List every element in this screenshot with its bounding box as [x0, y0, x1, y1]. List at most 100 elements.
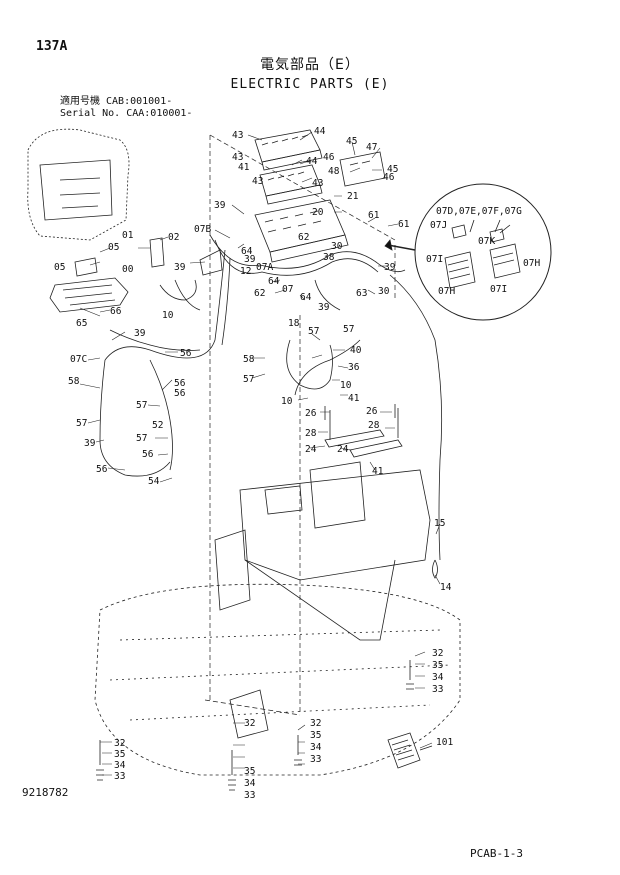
- serial-applicability-en: Serial No. CAA:010001-: [60, 108, 193, 119]
- callout-label: 46: [323, 152, 335, 163]
- callout-label: 24: [337, 444, 349, 455]
- callout-label: 58: [243, 354, 255, 365]
- callout-label: 32: [432, 648, 443, 659]
- page-code: PCAB-1-3: [470, 847, 523, 860]
- callout-label: 34: [310, 742, 322, 753]
- callout-label: 40: [350, 345, 362, 356]
- callout-label: 39: [84, 438, 96, 449]
- callout-label: 10: [340, 380, 352, 391]
- callout-label: 56: [174, 378, 186, 389]
- callout-label: 61: [398, 219, 410, 230]
- callout-label: 33: [244, 790, 255, 801]
- callout-label: 02: [168, 232, 179, 243]
- callout-label: 33: [432, 684, 443, 695]
- title-japanese: 電気部品（E）: [260, 57, 360, 73]
- callout-label: 15: [434, 518, 445, 529]
- callout-label: 18: [288, 318, 300, 329]
- callout-label: 30: [378, 286, 390, 297]
- callout-label: 28: [368, 420, 380, 431]
- callout-label: 57: [76, 418, 87, 429]
- callout-label: 35: [114, 749, 125, 760]
- leader-lines: [79, 131, 441, 776]
- callout-label: 07C: [70, 354, 87, 365]
- callout-label: 35: [432, 660, 443, 671]
- callout-label: 39: [134, 328, 146, 339]
- detail-label: 07J: [430, 220, 447, 231]
- relay-clusters: [254, 129, 386, 263]
- cab-outline: [27, 128, 130, 241]
- callout-label: 00: [122, 264, 134, 275]
- callout-label: 101: [436, 737, 453, 748]
- callout-label: 07B: [194, 224, 211, 235]
- detail-label: 07H: [523, 258, 540, 269]
- callout-label: 21: [347, 191, 359, 202]
- callout-label: 35: [310, 730, 321, 741]
- callout-label: 48: [328, 166, 340, 177]
- operator-manual-icon: [387, 732, 433, 769]
- callout-label: 57: [343, 324, 354, 335]
- callout-label: 07A: [256, 262, 273, 273]
- dashed-guide-lines: [204, 134, 396, 716]
- callout-label: 43: [232, 130, 243, 141]
- detail-label: 07I: [490, 284, 507, 295]
- callout-label: 64: [300, 292, 312, 303]
- callout-label: 05: [54, 262, 65, 273]
- callout-label: 62: [298, 232, 309, 243]
- callout-label: 61: [368, 210, 380, 221]
- callout-label: 52: [152, 420, 163, 431]
- callout-label: 58: [68, 376, 80, 387]
- callout-label: 30: [331, 241, 343, 252]
- drawing-number: 9218782: [22, 786, 69, 799]
- callout-label: 45: [346, 136, 357, 147]
- callout-label: 43: [252, 176, 263, 187]
- callout-label: 32: [310, 718, 321, 729]
- floor-frame: [94, 461, 461, 776]
- callout-label: 65: [76, 318, 87, 329]
- callout-label: 64: [241, 246, 253, 257]
- callout-label: 47: [366, 142, 377, 153]
- callout-label: 41: [348, 393, 360, 404]
- hardware-stacks: [96, 408, 438, 791]
- callout-label: 32: [244, 718, 255, 729]
- callout-label: 33: [310, 754, 321, 765]
- callout-label: 66: [110, 306, 122, 317]
- callout-label: 57: [243, 374, 254, 385]
- mounting-brackets: [324, 404, 403, 458]
- callout-label: 54: [148, 476, 160, 487]
- callout-label: 10: [162, 310, 174, 321]
- callout-label: 34: [244, 778, 256, 789]
- main-wire-harness: [99, 234, 443, 561]
- callout-label: 43: [312, 178, 323, 189]
- callout-label: 46: [383, 172, 395, 183]
- callout-label: 57: [136, 433, 147, 444]
- callout-label: 26: [305, 408, 317, 419]
- callout-label: 56: [142, 449, 154, 460]
- detail-label: 07H: [438, 286, 455, 297]
- callout-label: 36: [348, 362, 360, 373]
- callout-label: 01: [122, 230, 134, 241]
- callout-label: 39: [318, 302, 330, 313]
- callout-label: 34: [432, 672, 444, 683]
- callout-label: 39: [214, 200, 226, 211]
- detail-callout-labels: 07D,07E,07F,07G 07J 07K 07I 07H 07H 07I: [426, 206, 540, 297]
- callout-label: 56: [180, 348, 192, 359]
- callout-label: 33: [114, 771, 125, 782]
- callout-label: 44: [306, 156, 318, 167]
- callout-label: 39: [244, 254, 256, 265]
- relay-block: [49, 257, 129, 313]
- callout-label: 12: [240, 266, 251, 277]
- serial-applicability-jp: 適用号機 CAB:001001-: [60, 96, 173, 107]
- callout-label: 63: [356, 288, 367, 299]
- callout-label: 28: [305, 428, 317, 439]
- callout-label: 32: [114, 738, 125, 749]
- detail-label: 07K: [478, 236, 495, 247]
- title-english: ELECTRIC PARTS (E): [230, 77, 390, 92]
- page-number: 137A: [36, 39, 68, 54]
- callout-label: 10: [281, 396, 293, 407]
- callout-label: 20: [312, 207, 324, 218]
- callout-label: 41: [238, 162, 250, 173]
- callout-label: 43: [232, 152, 243, 163]
- callout-label: 34: [114, 760, 126, 771]
- callout-label: 56: [96, 464, 108, 475]
